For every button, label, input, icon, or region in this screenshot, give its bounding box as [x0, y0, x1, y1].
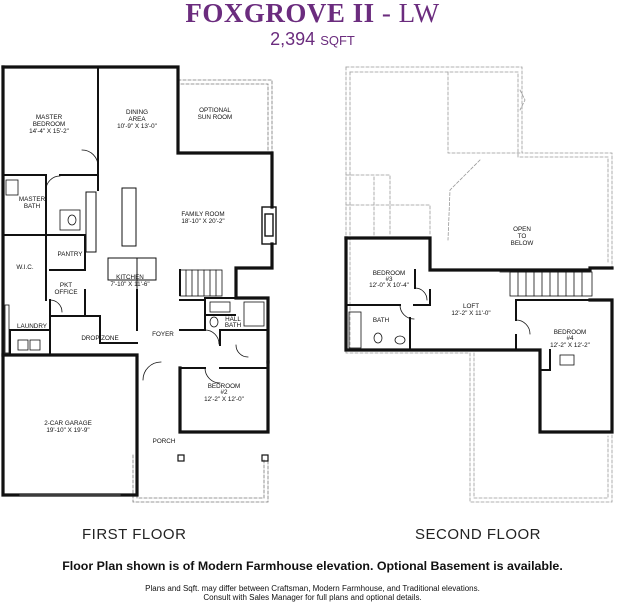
- room-dims: 12'-2" X 11'-0": [451, 310, 490, 317]
- room-name: HALL: [225, 316, 241, 323]
- room-name: KITCHEN: [116, 274, 144, 281]
- first-floor-interior-walls: [2, 66, 269, 369]
- room-name: BATH: [225, 322, 242, 329]
- plan-name-separator: -: [374, 0, 399, 28]
- room-dims: 12'-2" X 12'-2": [550, 342, 590, 349]
- bath-fixtures: [4, 179, 265, 354]
- room-name: FAMILY ROOM: [181, 211, 224, 218]
- second-floor-bath-fixtures: [348, 311, 575, 366]
- porch-posts: [177, 454, 269, 462]
- room-dims: 18'-10" X 20'-2": [181, 218, 224, 225]
- room-name: SUN ROOM: [198, 114, 233, 121]
- room-name: BATH: [373, 317, 390, 324]
- room-name: LAUNDRY: [17, 323, 48, 330]
- room-name: DINING: [126, 109, 148, 116]
- room-name: PORCH: [153, 438, 176, 445]
- kitchen-cabinets: [85, 187, 157, 291]
- room-name: MASTER: [36, 114, 63, 121]
- first-floor-label: FIRST FLOOR: [82, 526, 187, 543]
- plan-name-text: FOXGROVE II: [185, 0, 375, 28]
- room-name: OFFICE: [54, 289, 77, 296]
- room-name: PKT: [60, 282, 72, 289]
- room-name: #2: [220, 389, 228, 396]
- room-name: OPTIONAL: [199, 107, 231, 114]
- room-name: #4: [566, 335, 574, 342]
- room-dims: 14'-4" X 15'-2": [29, 128, 69, 135]
- room-name: BEDROOM: [33, 121, 66, 128]
- second-floor-interior-walls: [345, 269, 591, 371]
- first-floor-plan: [1, 65, 277, 503]
- room-dims: 12'-2" X 12'-0": [204, 396, 244, 403]
- room-name: OPEN: [513, 226, 531, 233]
- disclaimer-line-1: Plans and Sqft. may differ between Craft…: [145, 584, 480, 593]
- room-name: AREA: [128, 116, 146, 123]
- room-name: MASTER: [19, 196, 46, 203]
- room-labels: MASTER BEDROOM 14'-4" X 15'-2" DINING AR…: [16, 107, 589, 445]
- room-name: TO: [518, 233, 527, 240]
- first-floor-exterior-walls: [1, 65, 274, 497]
- sqft-unit: SQFT: [320, 33, 355, 48]
- room-name: PANTRY: [58, 251, 84, 258]
- elevation-code: LW: [398, 0, 440, 28]
- second-floor-label: SECOND FLOOR: [415, 526, 542, 543]
- room-name: BATH: [24, 203, 41, 210]
- door-swings: [45, 149, 249, 384]
- room-name: FOYER: [152, 331, 174, 338]
- room-name: BEDROOM: [554, 329, 587, 336]
- room-name: W.I.C.: [16, 264, 33, 271]
- room-name: #3: [385, 276, 393, 283]
- room-name: BELOW: [511, 240, 534, 247]
- room-name: 2-CAR GARAGE: [44, 420, 92, 427]
- porch-outline: [132, 454, 269, 503]
- room-name: LOFT: [463, 303, 479, 310]
- plan-name: FOXGROVE II - LW: [0, 0, 625, 27]
- sqft-value: 2,394: [270, 29, 316, 49]
- room-dims: 19'-10" X 19'-9": [46, 427, 89, 434]
- plan-title-block: FOXGROVE II - LW 2,394 SQFT: [0, 0, 625, 51]
- fireplace: [261, 206, 277, 245]
- disclaimer-line-2: Consult with Sales Manager for full plan…: [203, 593, 422, 602]
- sun-room-outline: [177, 79, 273, 154]
- second-floor-door-swings: [399, 287, 531, 335]
- elevation-note: Floor Plan shown is of Modern Farmhouse …: [62, 559, 563, 573]
- room-name: BEDROOM: [208, 383, 241, 390]
- stairs: [179, 269, 223, 297]
- square-footage: 2,394 SQFT: [0, 29, 625, 51]
- room-name: DROP ZONE: [81, 335, 118, 342]
- second-floor-stairs: [429, 269, 593, 297]
- room-dims: 12'-0" X 10'-4": [369, 282, 409, 289]
- room-dims: 7'-10" X 11'-6": [110, 281, 149, 288]
- second-floor-plan: [344, 66, 614, 503]
- room-dims: 10'-9" X 13'-0": [117, 123, 157, 130]
- room-name: BEDROOM: [373, 270, 406, 277]
